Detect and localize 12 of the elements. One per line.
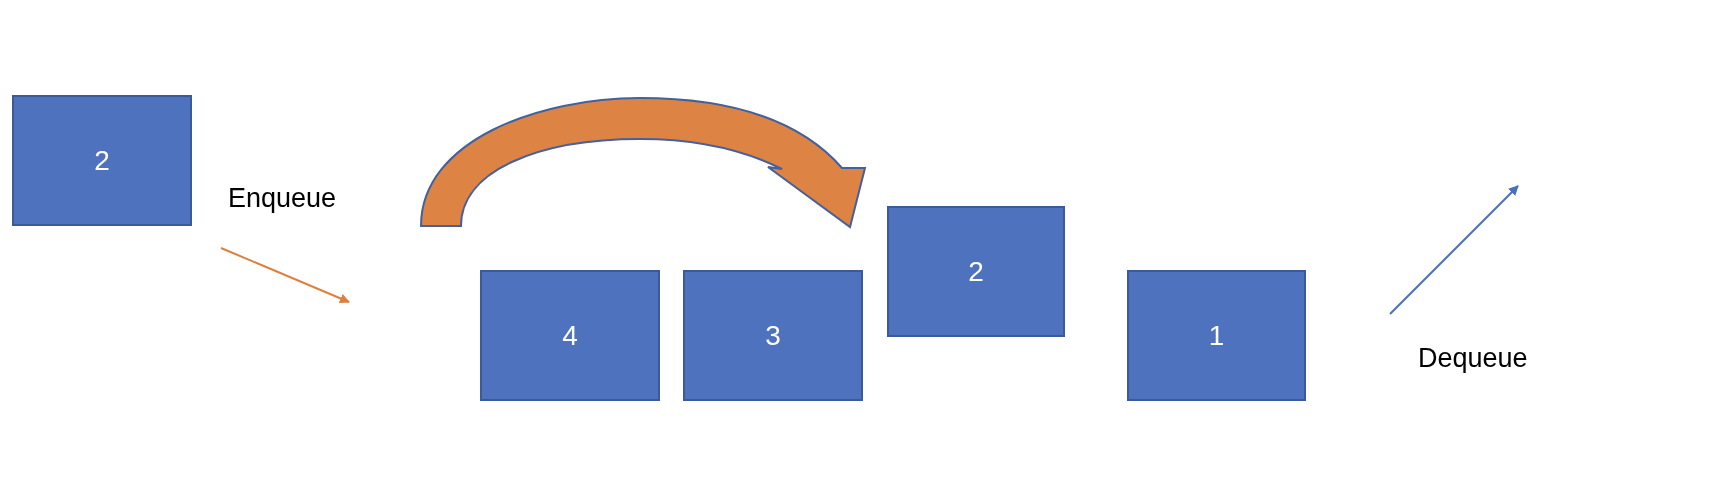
queue-item-box bbox=[887, 206, 1065, 337]
operation-label: Enqueue bbox=[228, 183, 337, 214]
queue-item-box bbox=[12, 95, 192, 226]
queue-item-box bbox=[480, 270, 660, 401]
item-number: 2 bbox=[94, 144, 110, 177]
queue-item-box bbox=[683, 270, 863, 401]
item-number: 4 bbox=[562, 319, 578, 352]
queue-item-box bbox=[1127, 270, 1306, 401]
operation-label: Dequeue bbox=[1418, 343, 1528, 374]
item-number: 1 bbox=[1208, 319, 1225, 352]
item-number: 3 bbox=[765, 319, 781, 352]
item-number: 2 bbox=[968, 255, 984, 288]
